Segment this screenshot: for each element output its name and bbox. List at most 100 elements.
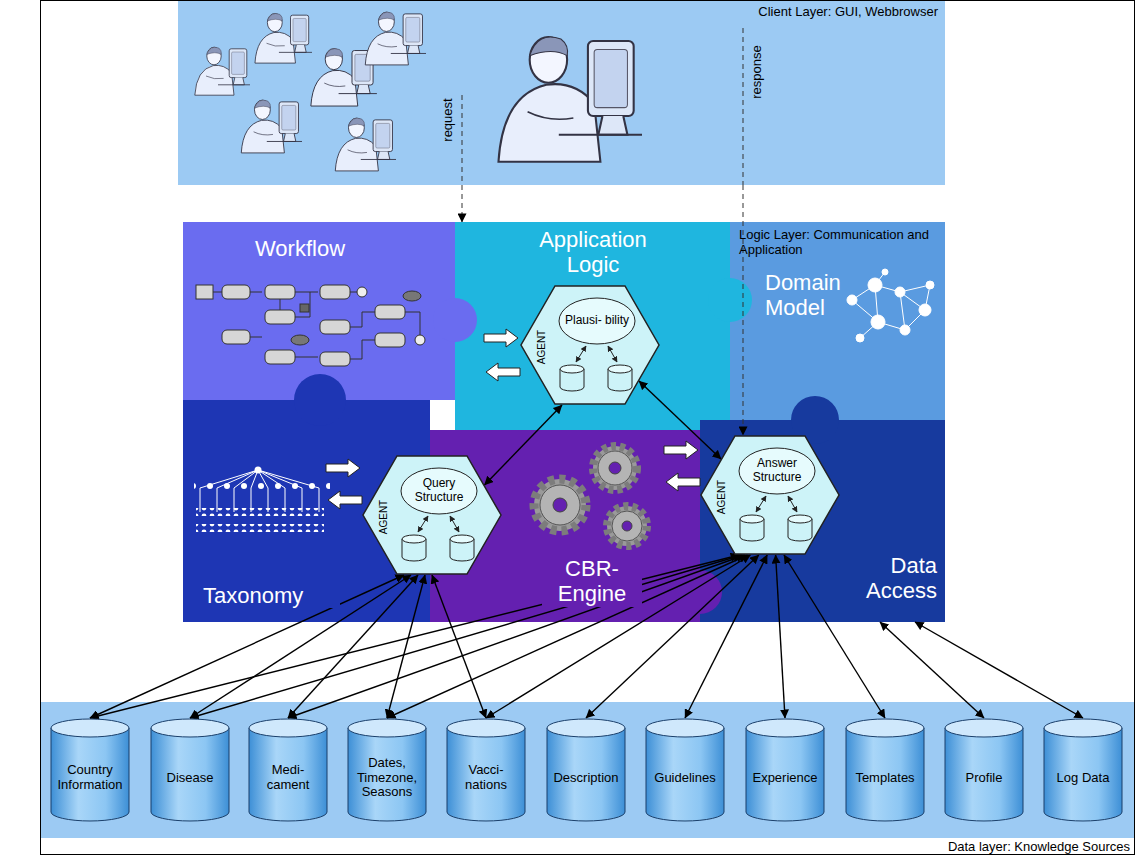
double-arrow [387,575,425,718]
puzzle-piece: Data AccessAnswer StructureAGENT [700,420,945,622]
data-layer-band: Data layer: Knowledge SourcesCountry Inf… [40,702,1135,838]
piece-title: Data Access [840,553,940,604]
piece-title-holder: Workflow [255,236,405,261]
puzzle-piece: CBR-Engine [430,430,700,622]
gears [534,446,647,546]
double-arrow [90,555,739,718]
agent-label-holder: Answer Structure [739,449,815,493]
request-response-leads [462,28,743,185]
domain-network [847,269,934,342]
agent-tag: AGENT [716,480,728,514]
double-arrow [190,555,742,718]
source-name: Guidelines [647,771,723,786]
database-cylinder: Vacci- nations [446,718,526,822]
source-name-holder: Dates, Timezone, Seasons [349,742,425,814]
agent-label: Query Structure [401,477,477,505]
layer-label-holder: Data layer: Knowledge Sources [885,840,1130,855]
agent-label-holder: Query Structure [401,469,477,513]
piece-title-holder: Data Access [840,553,940,604]
piece-title: Taxonomy [200,583,340,608]
agent-hexagon: Answer StructureAGENT [700,435,840,555]
layer-label-holder: Logic Layer: Communication and Applicati… [739,228,939,258]
piece-title: Application Logic [513,227,673,278]
source-name-holder: Disease [152,742,228,814]
puzzle-piece: TaxonomyQuery StructureAGENT [183,400,430,622]
puzzle-piece: Application LogicPlausi- bilityAGENT [455,222,730,430]
database-cylinder: Medi- cament [248,718,328,822]
edge-label: response [750,42,765,101]
source-name: Medi- cament [250,763,326,793]
source-name: Experience [747,771,823,786]
puzzle-piece-fill [730,222,945,420]
agent-hexagon: Query StructureAGENT [362,455,502,575]
piece-title-holder: Application Logic [513,227,673,278]
dashed-arrow [462,185,463,222]
agent-label: Answer Structure [739,457,815,485]
layer-label-holder: Client Layer: GUI, Webbrowser [718,5,938,20]
database-cylinder: Guidelines [645,718,725,822]
data-layer-band-fill [40,702,1135,838]
double-arrow [486,555,750,718]
layer-label: Client Layer: GUI, Webbrowser [718,5,938,20]
double-arrow [288,555,745,718]
logic-layer-region: Logic Layer: Communication and Applicati… [183,222,945,622]
client-layer-band: Client Layer: GUI, Webbrowser [178,0,945,185]
taxonomy-tree [194,467,330,533]
source-name-holder: Log Data [1045,742,1121,814]
database-cylinder: Description [546,718,626,822]
database-cylinder: Profile [944,718,1024,822]
puzzle-piece-fill [700,420,945,622]
piece-title-holder: Taxonomy [200,583,340,608]
users [195,12,642,171]
source-name-holder: Experience [747,742,823,814]
double-arrow [880,622,984,718]
workflow-drawing [196,285,425,366]
client-layer-band-fill [178,0,945,185]
agent-tag: AGENT [536,330,548,364]
source-name: Description [548,771,624,786]
double-arrow [915,622,1083,718]
database-cylinder: Country Information [50,718,130,822]
source-name-holder: Vacci- nations [448,742,524,814]
agent-label: Plausi- bility [559,314,635,328]
source-name-holder: Guidelines [647,742,723,814]
puzzle-pieces [40,0,1135,838]
piece-title-holder: Domain Model [765,270,860,321]
source-name: Disease [152,771,228,786]
source-name: Vacci- nations [448,763,524,793]
layer-label: Logic Layer: Communication and Applicati… [739,228,939,258]
database-cylinder: Log Data [1043,718,1123,822]
database-cylinder: Templates [845,718,925,822]
double-arrow [639,381,721,459]
source-name: Dates, Timezone, Seasons [349,756,425,801]
frame [41,1,1135,855]
double-arrow [387,555,748,718]
source-name: Templates [847,771,923,786]
database-cylinder: Disease [150,718,230,822]
dashed-arrow [743,185,744,435]
puzzle-piece: Workflow [183,222,455,400]
edge-label: request [441,95,456,144]
source-name-holder: Medi- cament [250,742,326,814]
double-arrow [776,555,785,718]
piece-title: Workflow [255,236,405,261]
source-name: Country Information [52,763,128,793]
puzzle-piece-fill [455,222,730,430]
agent-label-holder: Plausi- bility [559,299,635,343]
double-arrow [190,575,411,718]
double-arrow [432,575,486,718]
database-cylinder: Dates, Timezone, Seasons [347,718,427,822]
double-arrow [90,575,404,718]
piece-title: CBR-Engine [542,556,642,607]
source-name-holder: Description [548,742,624,814]
puzzle-knobs [294,278,839,614]
source-name: Profile [946,771,1022,786]
layer-label: Data layer: Knowledge Sources [885,840,1130,855]
source-name-holder: Profile [946,742,1022,814]
agent-tag: AGENT [378,500,390,534]
agent-hexagon: Plausi- bilityAGENT [520,285,660,405]
database-cylinder: Experience [745,718,825,822]
source-name-holder: Templates [847,742,923,814]
source-name: Log Data [1045,771,1121,786]
